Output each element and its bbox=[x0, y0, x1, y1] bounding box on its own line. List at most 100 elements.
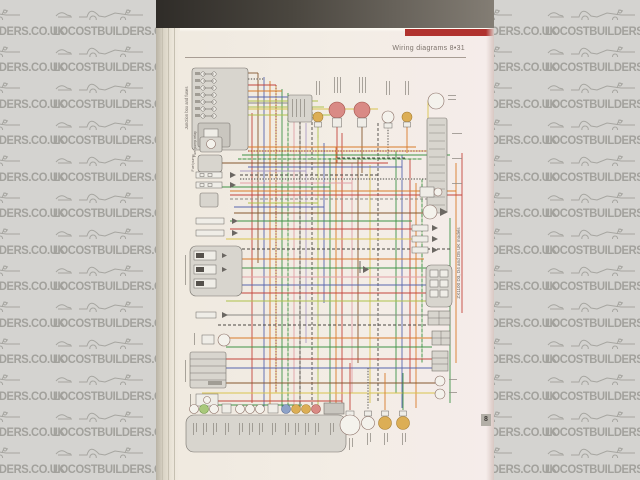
instrument-bar bbox=[185, 402, 347, 453]
photographed-manual-page: Wiring diagrams 8•31 8 bbox=[156, 0, 494, 480]
watermark-car-icon bbox=[55, 264, 143, 276]
watermark-car-icon bbox=[0, 191, 20, 203]
warning-lights bbox=[287, 77, 413, 129]
watermark-car-icon bbox=[0, 447, 20, 458]
watermark-text: LOCOSTBUILDERS.CO.UK bbox=[53, 425, 189, 439]
watermark-car-icon bbox=[55, 374, 143, 385]
left-switch-connectors bbox=[185, 171, 243, 407]
junction-box-label: Junction box and fuses bbox=[184, 87, 189, 130]
watermark-car-icon bbox=[0, 477, 22, 480]
watermark-car-icon bbox=[0, 155, 20, 166]
watermark-car-icon bbox=[547, 9, 635, 20]
header-rule bbox=[185, 57, 466, 58]
page-right-shading bbox=[486, 28, 494, 480]
wiring-diagram: Junction box and fuses Fuel pump relay F… bbox=[182, 63, 470, 455]
horn bbox=[194, 333, 231, 347]
watermark-text: LOCOSTBUILDERS.CO.UK bbox=[53, 461, 189, 476]
watermark-car-icon bbox=[55, 191, 143, 203]
watermark-text: LOCOSTBUILDERS.CO.UK bbox=[53, 169, 189, 184]
watermark-car-icon bbox=[0, 374, 20, 385]
connector-row bbox=[195, 181, 236, 189]
watermark-text: LOCOSTBUILDERS.CO.UK bbox=[0, 60, 66, 74]
watermark-car-icon bbox=[547, 447, 635, 458]
watermark-text: LOCOSTBUILDERS.CO.UK bbox=[53, 96, 189, 111]
watermark-text: LOCOSTBUILDERS.CO.UK bbox=[545, 461, 640, 476]
wire-harness bbox=[202, 72, 463, 410]
watermark-text: LOCOSTBUILDERS.CO.UK bbox=[53, 315, 189, 330]
reference-arrow bbox=[359, 261, 369, 273]
connector-row bbox=[411, 224, 438, 232]
connector-row bbox=[195, 171, 236, 179]
watermark-car-icon bbox=[55, 118, 143, 130]
watermark-car-icon bbox=[547, 410, 635, 422]
fuel-pump-label: Fuel pump bbox=[191, 155, 195, 172]
watermark-car-icon bbox=[0, 118, 20, 130]
watermark-text: LOCOSTBUILDERS.CO.UK bbox=[0, 461, 66, 476]
watermark-car-icon bbox=[547, 374, 635, 385]
page-header: Wiring diagrams 8•31 bbox=[392, 45, 465, 52]
watermark-car-icon bbox=[0, 228, 20, 239]
watermark-car-icon bbox=[547, 337, 635, 349]
rear-turn-signal bbox=[422, 204, 448, 220]
watermark-text: LOCOSTBUILDERS.CO.UK bbox=[0, 242, 66, 257]
connector-grid bbox=[431, 330, 451, 346]
watermark-text: LOCOSTBUILDERS.CO.UK bbox=[545, 279, 640, 293]
watermark-car-icon bbox=[547, 228, 635, 239]
watermark-text: LOCOSTBUILDERS.CO.UK bbox=[0, 23, 66, 38]
indicator-bulb bbox=[328, 77, 346, 128]
wiring-diagram-svg: Junction box and fuses Fuel pump relay F… bbox=[184, 67, 463, 453]
watermark-car-icon bbox=[547, 477, 637, 480]
watermark-text: LOCOSTBUILDERS.CO.UK bbox=[53, 352, 189, 366]
watermark-text: LOCOSTBUILDERS.CO.UK bbox=[0, 388, 66, 403]
fuse-symbols bbox=[200, 71, 217, 119]
watermark-car-icon bbox=[0, 410, 20, 422]
watermark-car-icon bbox=[547, 82, 635, 93]
connector-row bbox=[411, 246, 438, 254]
connector-row bbox=[195, 229, 238, 237]
watermark-car-icon bbox=[547, 155, 635, 166]
connector-row bbox=[411, 235, 438, 243]
watermark-text: LOCOSTBUILDERS.CO.UK bbox=[545, 169, 640, 184]
watermark-car-icon bbox=[547, 301, 635, 312]
watermark-text: LOCOSTBUILDERS.CO.UK bbox=[545, 206, 640, 220]
watermark-car-icon bbox=[55, 45, 143, 57]
model-label: ZX1100 D3, D4 and D5 UK models bbox=[456, 227, 461, 299]
watermark-car-icon bbox=[55, 447, 143, 458]
pilot-bulb bbox=[361, 416, 375, 430]
watermark-car-icon bbox=[55, 155, 143, 166]
watermark-car-icon bbox=[547, 264, 635, 276]
watermark-text: LOCOSTBUILDERS.CO.UK bbox=[545, 96, 640, 111]
right-top-components bbox=[411, 92, 462, 254]
bar-label-ticks bbox=[193, 423, 334, 435]
headlight-bulb bbox=[339, 414, 361, 436]
watermark-car-icon bbox=[0, 337, 20, 349]
watermark-text: LOCOSTBUILDERS.CO.UK bbox=[545, 242, 640, 257]
turn-signal-relay bbox=[431, 350, 449, 372]
watermark-text: LOCOSTBUILDERS.CO.UK bbox=[53, 242, 189, 257]
watermark-car-icon bbox=[0, 9, 20, 20]
indicator-bulb bbox=[353, 77, 371, 128]
watermark-text: LOCOSTBUILDERS.CO.UK bbox=[545, 388, 640, 403]
connector-strip bbox=[426, 117, 448, 214]
watermark-car-icon bbox=[0, 301, 20, 312]
front-turn-signal-bulb bbox=[378, 416, 392, 430]
watermark-text: LOCOSTBUILDERS.CO.UK bbox=[53, 206, 189, 220]
connector-row bbox=[195, 311, 228, 319]
headlight-label-ticks bbox=[349, 433, 406, 450]
watermark-text: LOCOSTBUILDERS.CO.UK bbox=[0, 206, 66, 220]
watermark-car-icon bbox=[0, 45, 20, 57]
watermark-text: LOCOSTBUILDERS.CO.UK bbox=[53, 279, 189, 293]
watermark-text: LOCOSTBUILDERS.CO.UK bbox=[0, 96, 66, 111]
watermark-text: LOCOSTBUILDERS.CO.UK bbox=[0, 169, 66, 184]
watermark-text: LOCOSTBUILDERS.CO.UK bbox=[53, 388, 189, 403]
horns bbox=[434, 375, 457, 400]
watermark-car-icon bbox=[55, 410, 143, 422]
watermark-text: LOCOSTBUILDERS.CO.UK bbox=[0, 279, 66, 293]
watermark-text: LOCOSTBUILDERS.CO.UK bbox=[545, 23, 640, 38]
indicator-bulb bbox=[381, 81, 395, 129]
watermark-text: LOCOSTBUILDERS.CO.UK bbox=[545, 315, 640, 330]
headlight-assembly bbox=[339, 410, 410, 450]
watermark-text: LOCOSTBUILDERS.CO.UK bbox=[545, 352, 640, 366]
rear-light-cluster bbox=[425, 264, 453, 308]
